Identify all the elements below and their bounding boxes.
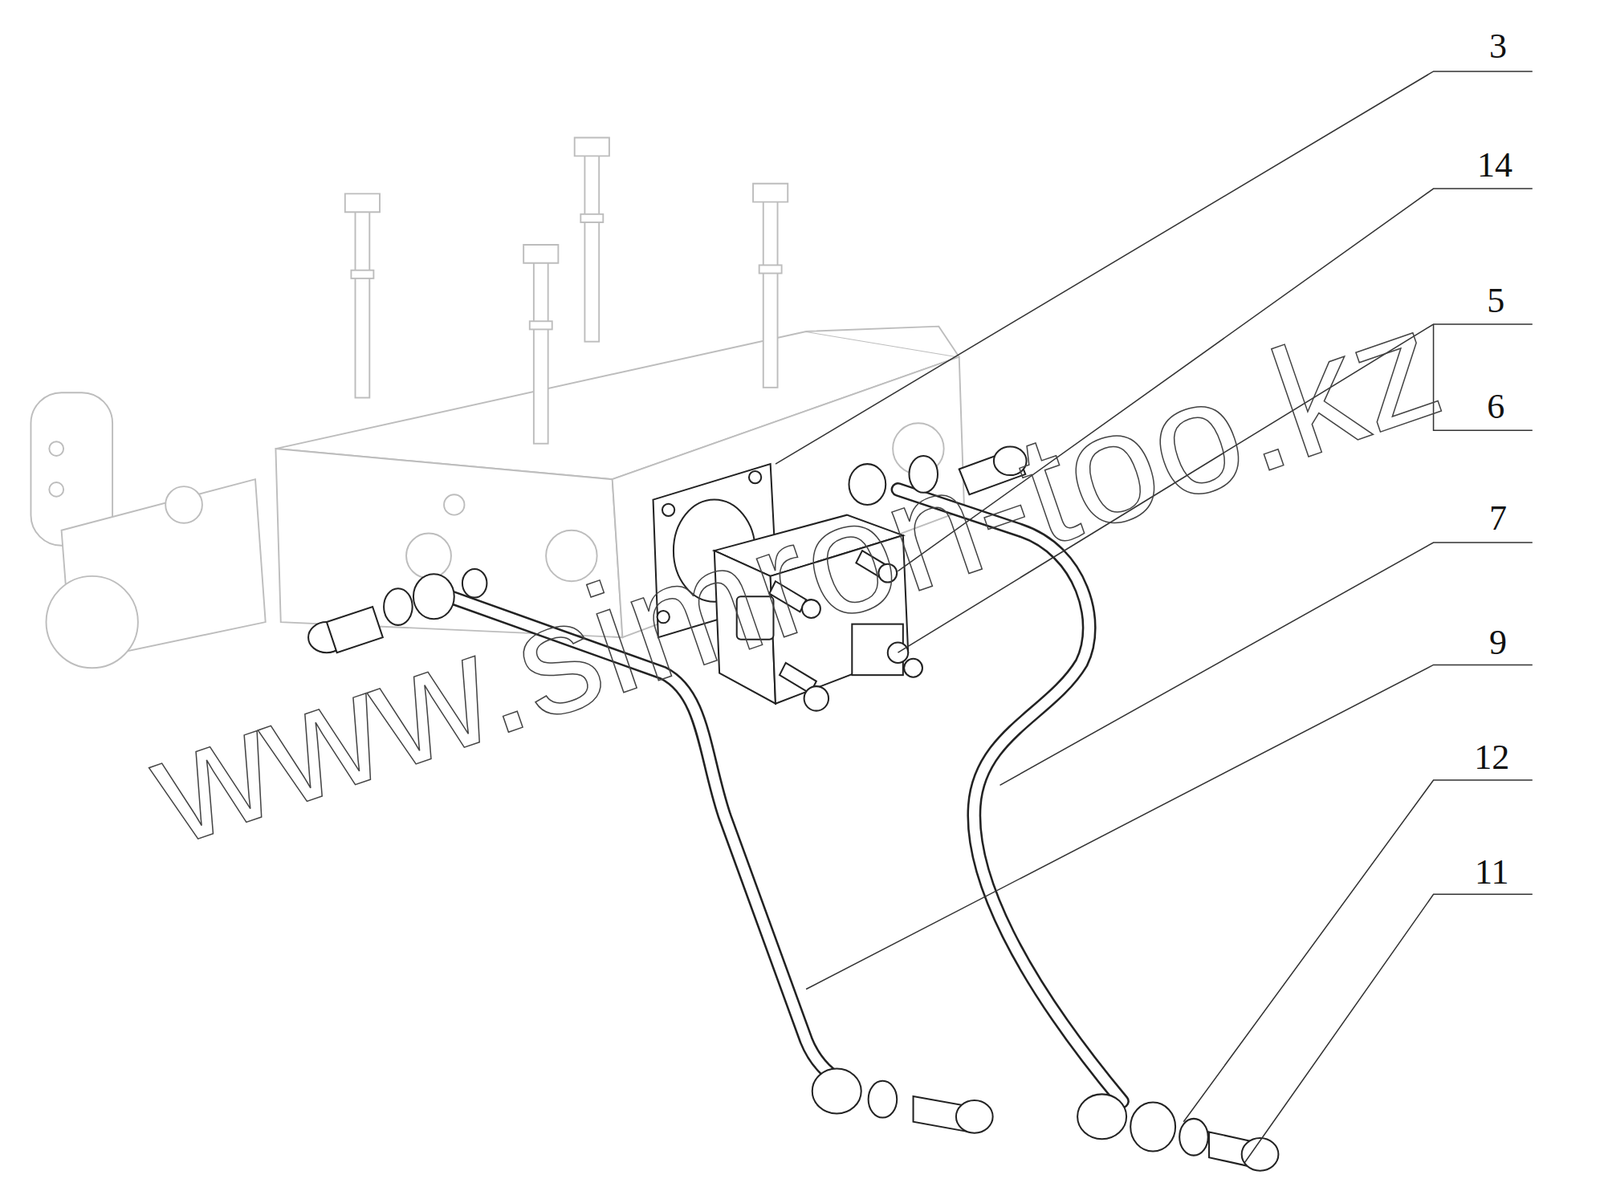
callout-number: 5	[1486, 283, 1505, 319]
callout-number: 11	[1474, 854, 1509, 891]
callout-number: 7	[1489, 500, 1507, 537]
callout-number: 14	[1477, 147, 1513, 184]
callout-number: 12	[1473, 740, 1510, 776]
callout-number: 3	[1489, 28, 1507, 65]
callout-number: 9	[1489, 625, 1507, 661]
callout-number: 6	[1486, 389, 1505, 425]
